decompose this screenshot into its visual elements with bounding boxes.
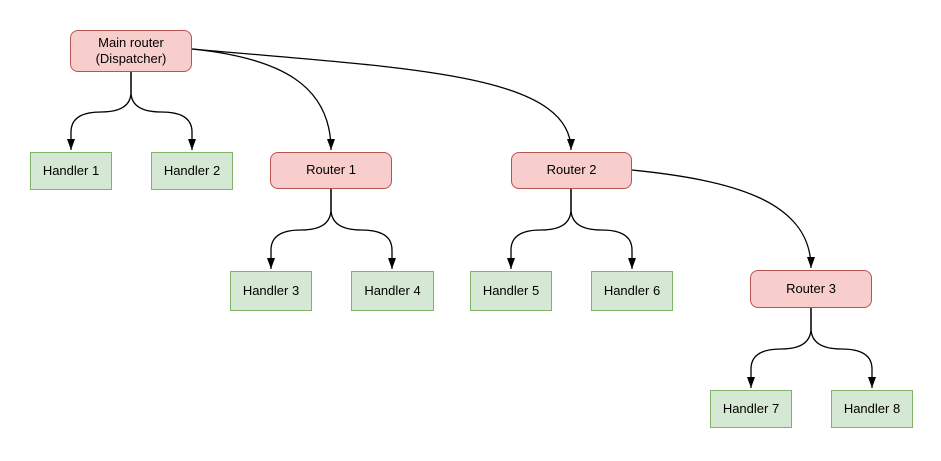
node-router-3-label: Router 3 [786, 280, 836, 296]
edge-router-2-to-router-3 [631, 169, 815, 269]
node-handler-3-label: Handler 3 [242, 282, 300, 298]
edge-main-router-to-router-1 [191, 48, 335, 151]
node-handler-5-label: Handler 5 [482, 282, 540, 298]
edge-router-2-to-handler-5 [507, 189, 572, 269]
node-router-1-label: Router 1 [306, 162, 356, 178]
node-router-3[interactable]: Router 3 [750, 270, 872, 308]
edge-main-router-to-router-2 [191, 48, 575, 151]
node-main-router-label: Main router (Dispatcher) [95, 34, 167, 66]
node-handler-7-label: Handler 7 [722, 400, 780, 416]
node-router-2-label: Router 2 [546, 162, 597, 178]
node-router-1[interactable]: Router 1 [270, 152, 392, 189]
node-handler-8-label: Handler 8 [843, 400, 901, 416]
edge-router-3-to-handler-8 [810, 308, 876, 388]
node-handler-2-label: Handler 2 [163, 162, 221, 178]
edge-router-1-to-handler-3 [267, 189, 332, 269]
node-main-router[interactable]: Main router (Dispatcher) [70, 30, 192, 72]
node-handler-5[interactable]: Handler 5 [470, 271, 552, 311]
edge-main-router-to-handler-2 [130, 72, 196, 150]
node-router-2[interactable]: Router 2 [511, 152, 632, 189]
node-handler-8[interactable]: Handler 8 [831, 390, 913, 428]
node-handler-3[interactable]: Handler 3 [230, 271, 312, 311]
edge-main-router-to-handler-1 [67, 72, 132, 150]
node-handler-1-label: Handler 1 [42, 162, 100, 178]
edge-router-3-to-handler-7 [747, 308, 812, 388]
edge-router-1-to-handler-4 [330, 189, 396, 269]
node-handler-4[interactable]: Handler 4 [351, 271, 434, 311]
node-handler-2[interactable]: Handler 2 [151, 152, 233, 190]
node-handler-1[interactable]: Handler 1 [30, 152, 112, 190]
edge-router-2-to-handler-6 [570, 189, 636, 269]
node-handler-6-label: Handler 6 [603, 282, 661, 298]
node-handler-6[interactable]: Handler 6 [591, 271, 673, 311]
node-handler-7[interactable]: Handler 7 [710, 390, 792, 428]
node-handler-4-label: Handler 4 [364, 282, 421, 298]
